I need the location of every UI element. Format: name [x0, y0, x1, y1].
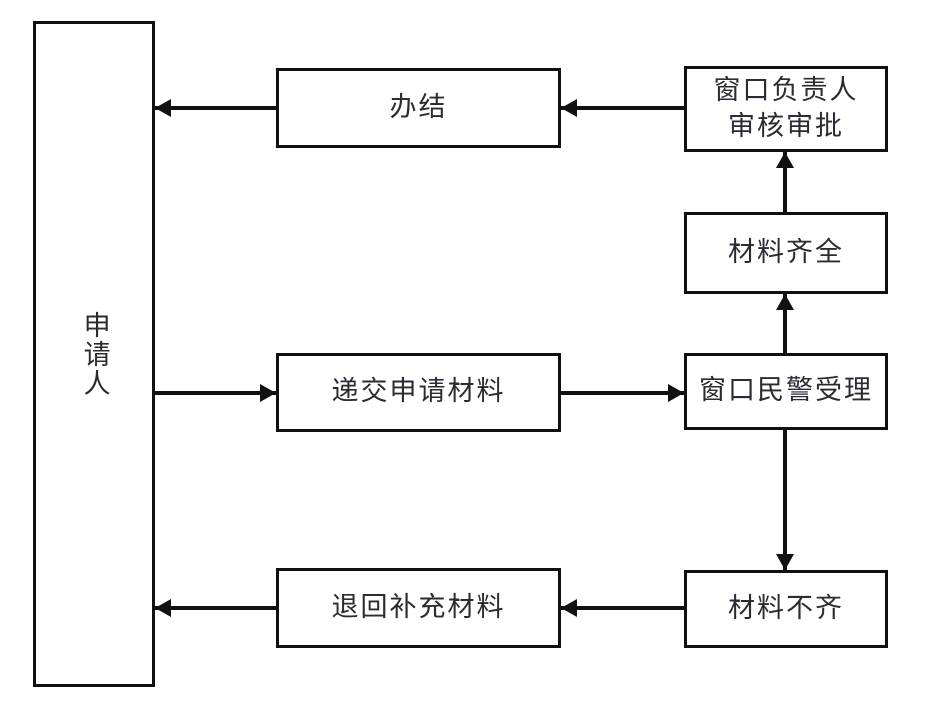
edge-supervisor-to-completed-arrowhead	[561, 99, 577, 117]
node-submit-application-materials-label: 递交申请材料	[331, 376, 506, 408]
edge-submit-to-officer-line	[561, 391, 684, 395]
node-completed-label: 办结	[389, 91, 448, 123]
node-window-officer-accept-label: 窗口民警受理	[699, 375, 873, 407]
edge-return-to-applicant-arrowhead	[155, 599, 171, 617]
node-materials-incomplete[interactable]: 材料不齐	[684, 570, 888, 648]
edge-officer-to-materials-complete-line	[783, 294, 787, 353]
node-materials-complete[interactable]: 材料齐全	[684, 212, 888, 294]
edge-officer-to-materials-complete-arrowhead	[776, 294, 794, 310]
node-completed[interactable]: 办结	[276, 68, 561, 148]
edge-submit-to-officer-arrowhead	[668, 384, 684, 402]
node-applicant[interactable]: 申请人	[33, 21, 155, 687]
edge-return-to-applicant-line	[155, 606, 276, 610]
edge-materials-complete-to-supervisor-arrowhead	[776, 152, 794, 168]
edge-materials-incomplete-to-return-line	[561, 606, 684, 610]
edge-completed-to-applicant-arrowhead	[155, 99, 171, 117]
edge-materials-complete-to-supervisor-line	[783, 152, 787, 212]
edge-materials-incomplete-to-return-arrowhead	[561, 599, 577, 617]
node-materials-complete-label: 材料齐全	[728, 236, 844, 268]
edge-officer-to-materials-incomplete-arrowhead	[776, 554, 794, 570]
node-window-supervisor-review[interactable]: 窗口负责人 审核审批	[684, 66, 888, 152]
node-return-for-supplement-label: 退回补充材料	[331, 591, 506, 623]
node-applicant-label: 申请人	[78, 310, 110, 398]
edge-applicant-to-submit-line	[155, 391, 276, 395]
node-window-officer-accept[interactable]: 窗口民警受理	[684, 353, 888, 430]
edge-supervisor-to-completed-line	[561, 106, 684, 110]
edge-applicant-to-submit-arrowhead	[260, 384, 276, 402]
node-window-supervisor-review-label: 窗口负责人 审核审批	[713, 74, 859, 142]
node-return-for-supplement[interactable]: 退回补充材料	[276, 568, 561, 648]
edge-officer-to-materials-incomplete-line	[783, 430, 787, 570]
edge-completed-to-applicant-line	[155, 106, 276, 110]
node-submit-application-materials[interactable]: 递交申请材料	[276, 353, 561, 432]
node-materials-incomplete-label: 材料不齐	[728, 592, 844, 624]
